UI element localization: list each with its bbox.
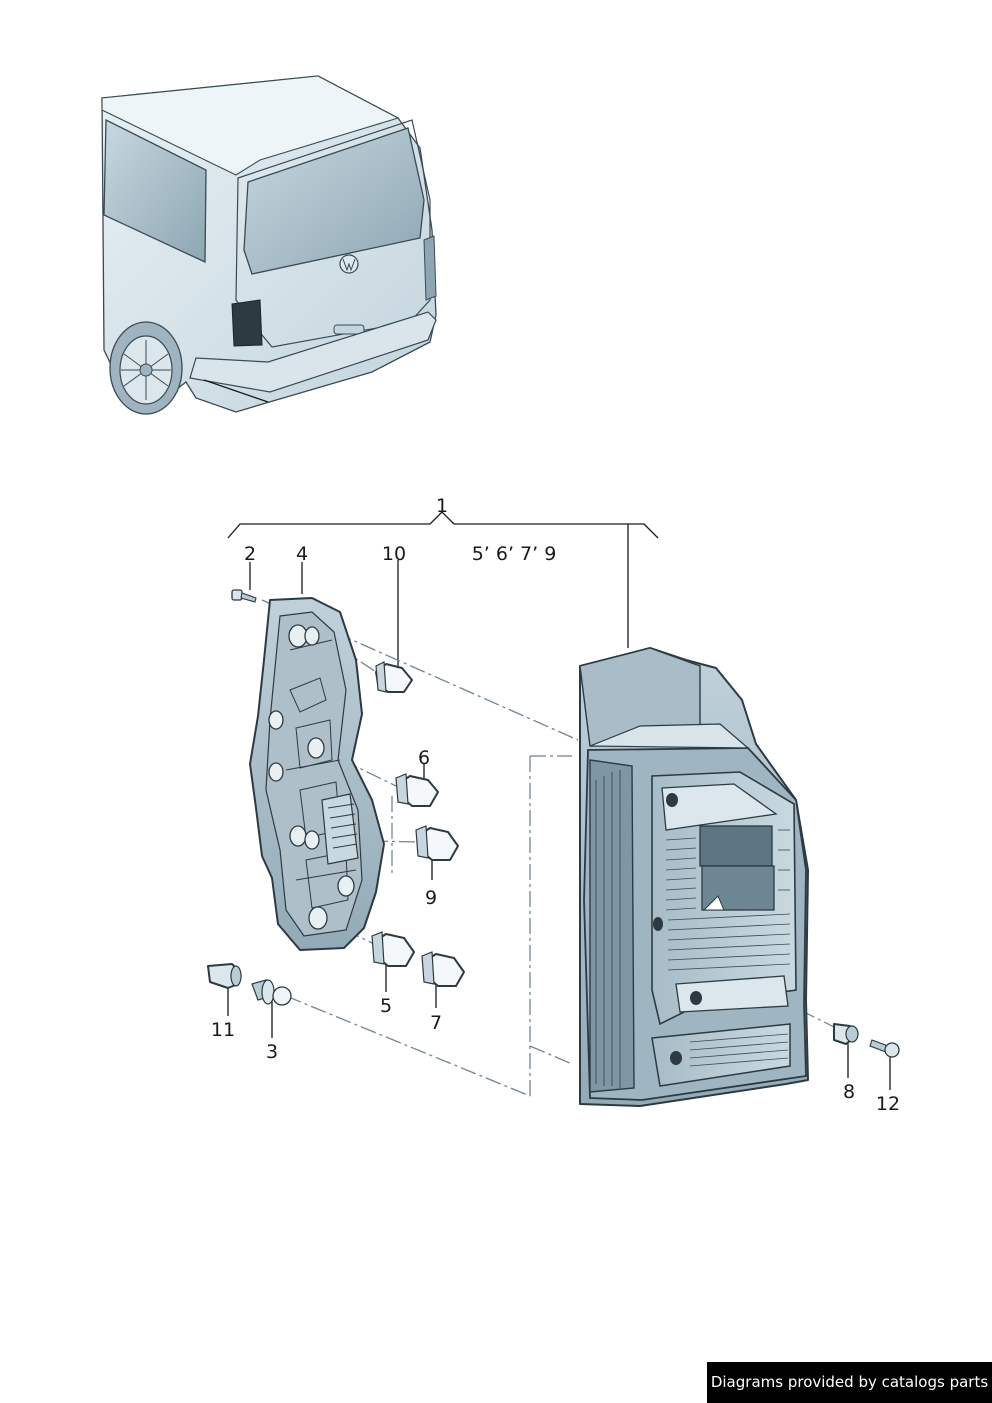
callout-5: 5 xyxy=(380,995,392,1017)
vehicle-rear-view xyxy=(101,75,437,415)
bulb-6 xyxy=(395,773,439,807)
callout-4: 4 xyxy=(296,543,308,565)
bulb-7 xyxy=(421,951,465,987)
callout-12: 12 xyxy=(876,1093,900,1115)
assembly-bracket xyxy=(227,511,659,648)
callout-2: 2 xyxy=(244,543,256,565)
callout-7: 7 xyxy=(430,1012,442,1034)
callout-1: 1 xyxy=(436,495,448,517)
callout-refs: 5’ 6’ 7’ 9 xyxy=(472,543,557,565)
callout-9: 9 xyxy=(425,887,437,909)
callout-labels: 1 2 4 10 5’ 6’ 7’ 9 6 9 5 7 11 3 8 12 xyxy=(211,495,900,1115)
screw-2 xyxy=(231,589,257,603)
credit-banner: Diagrams provided by catalogs parts xyxy=(707,1362,992,1403)
callout-6: 6 xyxy=(418,747,430,769)
bulb-carrier-plate xyxy=(249,597,385,951)
nut-8 xyxy=(833,1023,859,1045)
bulb-10 xyxy=(375,661,413,693)
callout-8: 8 xyxy=(843,1081,855,1103)
ball-stud-3 xyxy=(251,979,292,1006)
callout-11: 11 xyxy=(211,1019,235,1041)
clip-11 xyxy=(207,963,242,989)
bulb-9 xyxy=(415,825,459,861)
tail-lamp-assembly xyxy=(579,647,809,1107)
callout-3: 3 xyxy=(266,1041,278,1063)
callout-10: 10 xyxy=(382,543,406,565)
bulb-5 xyxy=(371,931,415,967)
screw-12 xyxy=(869,1039,900,1058)
